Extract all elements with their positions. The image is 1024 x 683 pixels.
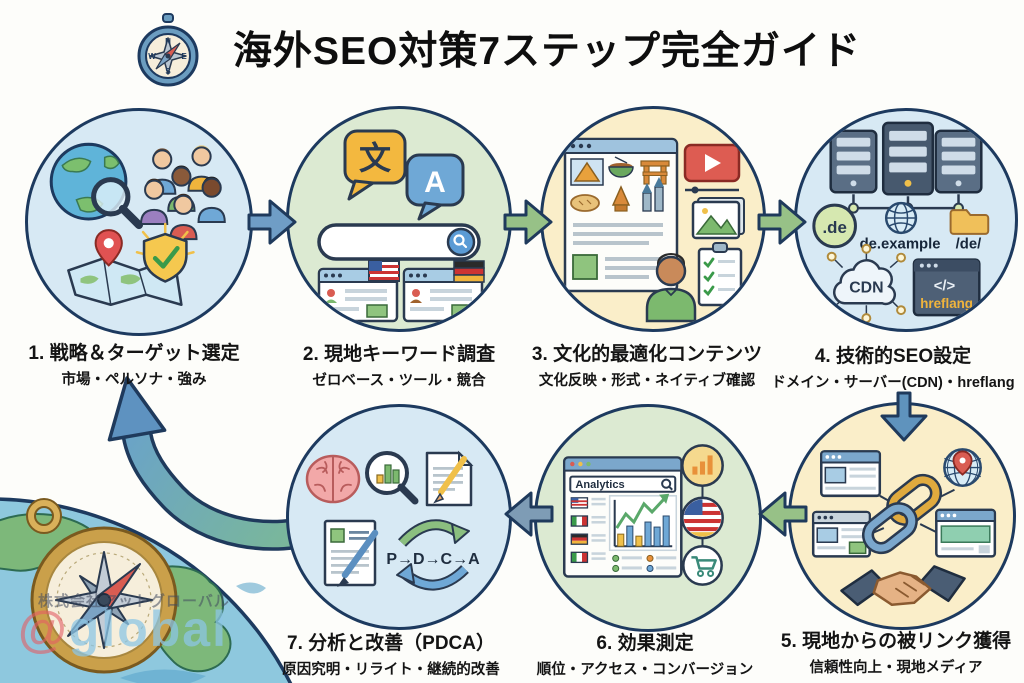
magnifier-icon: [91, 177, 144, 230]
compass-decoration: [26, 498, 178, 674]
step-7-caption: 7. 分析と改善（PDCA） 原因究明・リライト・継続的改善: [282, 633, 500, 678]
rewrite-doc-pencil-icon: [425, 450, 474, 507]
compass-n-label: N: [165, 37, 171, 46]
arrow-step7-to-step1: [107, 376, 330, 551]
video-player-icon: [683, 143, 741, 194]
step-2-circle: 文 A: [286, 106, 512, 332]
browser-window-us-icon: [317, 260, 400, 323]
step-5-caption: 5. 現地からの被リンク獲得 信頼性向上・現地メディア: [780, 631, 1012, 676]
browser-window-de-icon: [402, 260, 485, 323]
us-flag-icon: [368, 260, 400, 282]
brain-icon: [305, 454, 361, 504]
step-7-illustration: P→D→C→A: [305, 450, 480, 591]
cjk-glyph: 文: [359, 140, 391, 176]
globe-decoration: [0, 497, 293, 683]
globe-domain-icon: [884, 201, 918, 235]
cdn-cloud-icon: CDN: [825, 243, 906, 324]
watermark-company: 株式会社アットグローバル: [38, 593, 230, 610]
svg-text:CDN: CDN: [849, 279, 883, 296]
us-flag-badge: [681, 496, 724, 540]
svg-text:.de: .de: [822, 218, 846, 237]
step-1-circle: [25, 108, 253, 336]
server-rack-icon: [829, 121, 983, 214]
step-4-caption: 4. 技術的SEO設定 ドメイン・サーバー(CDN)・hreflang: [771, 346, 1015, 391]
checklist-icon: [697, 242, 743, 307]
step-1-caption: 1. 戦略＆ターゲット選定 市場・ペルソナ・強み: [28, 343, 240, 388]
flag-list: [570, 497, 606, 564]
step-3-illustration: [563, 137, 745, 323]
people-group-icon: [140, 145, 226, 241]
pdca-label: P→D→C→A: [386, 551, 480, 568]
arrow-step1-to-step2: [247, 199, 297, 245]
hreflang-label: hreflang: [920, 296, 973, 311]
growth-chart: [608, 493, 678, 552]
analytics-label: Analytics: [575, 479, 624, 491]
edit-doc-pen-icon: [323, 519, 379, 587]
step-2-illustration: 文 A: [317, 129, 485, 323]
folder-icon: [949, 209, 990, 235]
latin-glyph: A: [424, 166, 446, 199]
step-3-circle: [540, 106, 766, 332]
header-compass-icon: N E S W: [137, 13, 199, 87]
code-glyph: </>: [934, 278, 956, 294]
cart-badge: [682, 544, 723, 586]
page-title: 海外SEO対策7ステップ完全ガイド: [233, 30, 862, 73]
arrow-step4-to-step5: [880, 391, 928, 442]
location-pin-icon: [94, 229, 123, 267]
chart-magnifier-icon: [365, 451, 419, 505]
step-2-caption: 2. 現地キーワード調査 ゼロベース・ツール・競合: [302, 344, 496, 389]
hreflang-code-icon: </> hreflang: [912, 258, 981, 317]
step-6-illustration: Analytics: [562, 444, 724, 586]
compass-e-label: E: [181, 52, 187, 61]
step-5-illustration: [811, 448, 997, 607]
folder-path-label: /de/: [956, 237, 982, 253]
watermark-brand: @global: [18, 601, 228, 657]
legend-rows: [612, 554, 677, 572]
chain-link-icon: [861, 473, 943, 555]
pdca-cycle-icon: P→D→C→A: [386, 519, 480, 591]
handshake-icon: [840, 565, 966, 607]
tld-de-badge: .de: [812, 203, 857, 249]
content-page-icon: [563, 137, 679, 293]
image-stack-icon: [691, 197, 745, 240]
step-7-circle: P→D→C→A: [286, 404, 512, 630]
rank-chart-badge: [681, 444, 724, 487]
arrow-step6-to-step7: [504, 491, 554, 537]
arrow-step3-to-step4: [757, 199, 807, 245]
step-3-caption: 3. 文化的最適化コンテンツ 文化反映・形式・ネイティブ確認: [531, 344, 763, 389]
search-bar-icon: [317, 223, 481, 261]
reviewer-person-icon: [645, 253, 697, 323]
arrow-step2-to-step3: [503, 199, 553, 245]
translate-bubbles-icon: 文 A: [343, 129, 465, 221]
shield-check-icon: [135, 222, 195, 283]
compass-s-label: S: [165, 67, 171, 76]
watermark-at-glyph: @: [18, 601, 69, 657]
step-4-illustration: .de de.example /de/: [812, 121, 990, 324]
arrow-step5-to-step6: [758, 491, 808, 537]
backlink-window-3: [935, 508, 997, 558]
step-1-illustration: [49, 142, 226, 307]
domain-example-label: de.example: [860, 237, 941, 253]
step-6-caption: 6. 効果測定 順位・アクセス・コンバージョン: [536, 633, 754, 678]
backlink-window-2: [811, 510, 871, 558]
analytics-window: Analytics: [562, 456, 683, 578]
step-6-circle: Analytics: [534, 404, 762, 632]
backlink-window-1: [820, 450, 882, 498]
globe-pin-icon: [943, 448, 982, 487]
step-4-circle: .de de.example /de/: [794, 108, 1018, 332]
compass-w-label: W: [148, 52, 156, 61]
de-flag-icon: [453, 260, 485, 283]
